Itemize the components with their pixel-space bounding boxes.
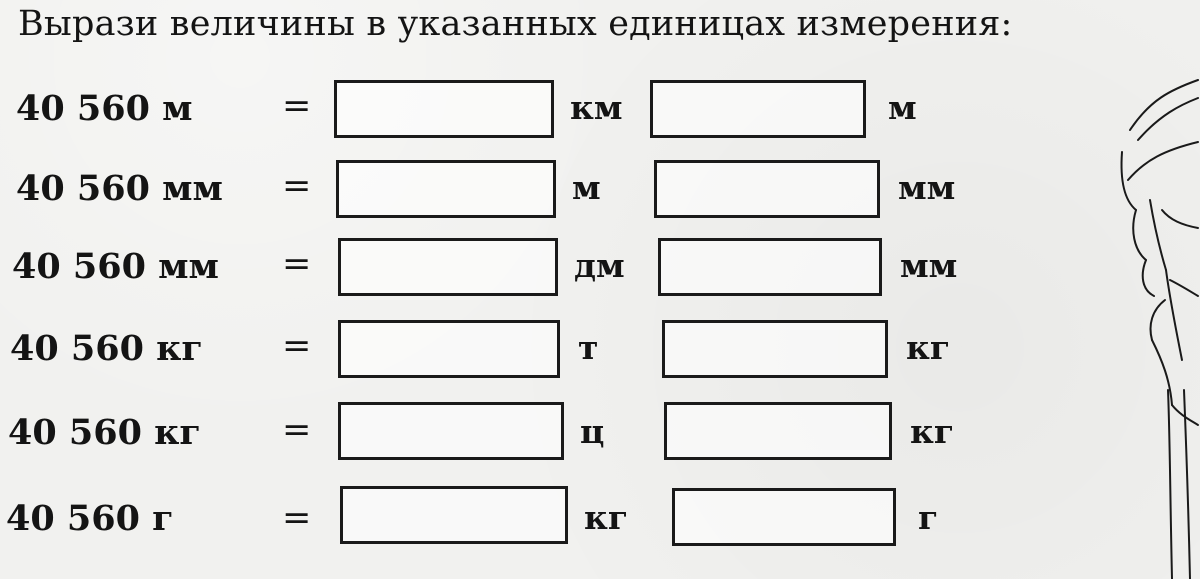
unit-label: м [572,168,601,207]
answer-box-2[interactable] [650,80,866,138]
unit-label: кг [910,412,955,451]
answer-box-2[interactable] [672,488,896,546]
answer-box-2[interactable] [654,160,880,218]
quantity-label: 40 560 мм [12,246,219,287]
equals-sign: = [282,244,312,284]
quantity-label: 40 560 мм [16,168,223,209]
answer-box-2[interactable] [664,402,892,460]
conversion-row: 40 560 г = кг г [0,484,1200,554]
unit-label: м [888,88,917,127]
unit-label: кг [906,328,951,367]
equals-sign: = [282,410,312,450]
answer-box-1[interactable] [334,80,554,138]
quantity-label: 40 560 кг [10,328,203,369]
unit-label: мм [900,246,958,285]
equals-sign: = [282,498,312,538]
answer-box-1[interactable] [338,402,564,460]
plant-sketch-icon [1120,79,1199,579]
answer-box-2[interactable] [662,320,888,378]
unit-label: мм [898,168,956,207]
answer-box-1[interactable] [338,238,558,296]
conversion-row: 40 560 мм = м мм [0,156,1200,226]
task-title: Вырази величины в указанных единицах изм… [18,4,1013,44]
unit-label: дм [574,246,625,285]
conversion-row: 40 560 мм = дм мм [0,234,1200,304]
unit-label: ц [580,412,605,451]
conversion-row: 40 560 кг = т кг [0,316,1200,386]
answer-box-2[interactable] [658,238,882,296]
answer-box-1[interactable] [338,320,560,378]
equals-sign: = [282,326,312,366]
plant-sketch-icon [1110,60,1200,579]
answer-box-1[interactable] [340,486,568,544]
unit-label: т [578,328,599,367]
conversion-row: 40 560 м = км м [0,76,1200,146]
unit-label: кг [584,498,629,537]
quantity-label: 40 560 м [16,88,193,129]
answer-box-1[interactable] [336,160,556,218]
unit-label: г [918,498,939,537]
quantity-label: 40 560 кг [8,412,201,453]
equals-sign: = [282,166,312,206]
quantity-label: 40 560 г [6,498,174,539]
equals-sign: = [282,86,312,126]
conversion-row: 40 560 кг = ц кг [0,398,1200,468]
unit-label: км [570,88,623,127]
